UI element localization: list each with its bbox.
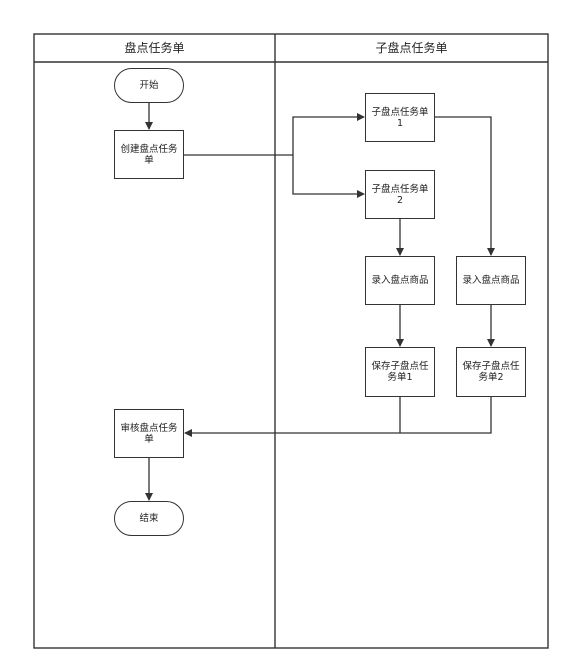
create-task-node: 创建盘点任务单: [114, 130, 184, 179]
start-node: 开始: [114, 68, 184, 103]
end-node: 结束: [114, 501, 184, 536]
sub-task-2-node: 子盘点任务单2: [365, 170, 435, 219]
save-sub-2-node: 保存子盘点任务单2: [456, 347, 526, 397]
entry-right-node: 录入盘点商品: [456, 256, 526, 305]
sub-task-1-node: 子盘点任务单1: [365, 93, 435, 142]
swimlane-frame: [33, 33, 549, 649]
entry-left-node: 录入盘点商品: [365, 256, 435, 305]
arrow-save2-review: [184, 397, 492, 437]
arrow-create-sub2: [292, 155, 365, 198]
save-sub-1-node: 保存子盘点任务单1: [365, 347, 435, 397]
lane-title-left: 盘点任务单: [124, 41, 185, 55]
arrow-sub1-entry-right: [435, 116, 495, 256]
lane-title-right: 子盘点任务单: [375, 41, 448, 55]
arrow-create-sub1: [184, 113, 365, 156]
review-task-node: 审核盘点任务单: [114, 409, 184, 458]
